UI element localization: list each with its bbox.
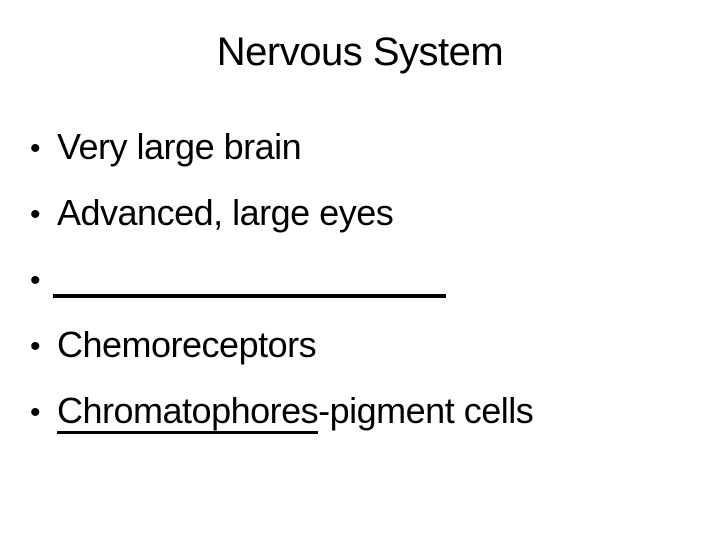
- bullet-icon: •: [30, 396, 41, 429]
- bullet-item: •: [30, 247, 720, 313]
- bullet-text: Chemoreceptors: [57, 324, 317, 365]
- bullet-list: •Very large brain •Advanced, large eyes …: [0, 115, 720, 445]
- bullet-text: Very large brain: [57, 126, 302, 167]
- bullet-text-underlined: Chromatophores: [57, 390, 319, 434]
- bullet-icon: •: [30, 132, 41, 165]
- fill-in-blank-line: [53, 294, 446, 298]
- bullet-icon: •: [30, 198, 41, 231]
- bullet-item: • Chemoreceptors: [30, 313, 720, 379]
- bullet-item: • Advanced, large eyes: [30, 181, 720, 247]
- bullet-text: -pigment cells: [318, 390, 534, 431]
- bullet-icon: •: [30, 330, 41, 363]
- bullet-item: • Chromatophores-pigment cells: [30, 379, 720, 445]
- slide-title: Nervous System: [216, 30, 504, 74]
- bullet-item: • Very large brain: [30, 115, 720, 181]
- bullet-icon: •: [30, 264, 41, 297]
- bullet-text: Advanced, large eyes: [57, 192, 394, 233]
